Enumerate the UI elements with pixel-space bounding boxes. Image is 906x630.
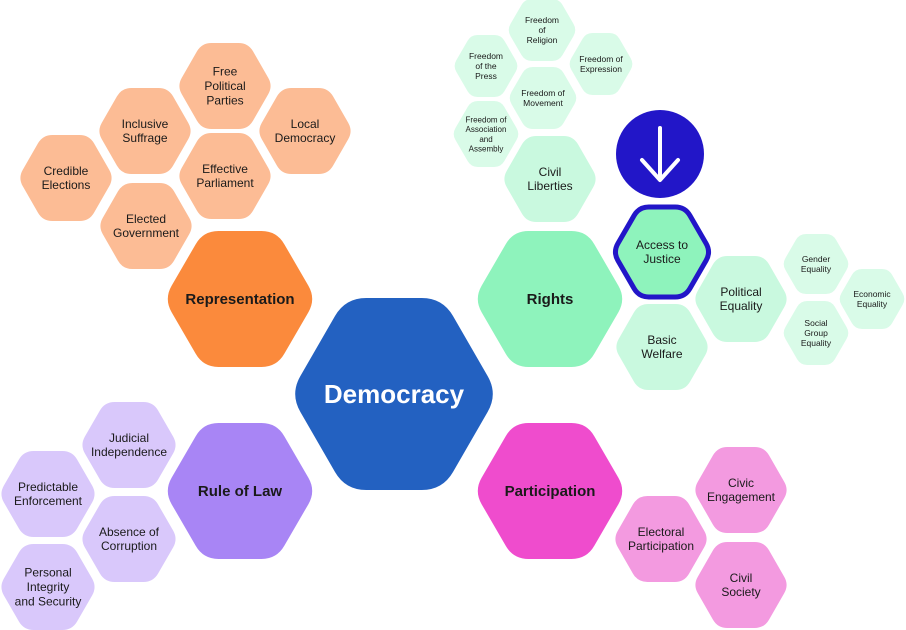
hex-political-equality-shape (695, 256, 787, 342)
hex-rights-label: Rights (527, 291, 574, 308)
hex-participation: Participation (477, 423, 623, 559)
hex-civil-liberties-shape (504, 136, 596, 222)
hex-rule-of-law-shape (167, 423, 313, 559)
hex-freedom-of-movement-shape (509, 67, 577, 129)
hex-representation-label: Representation (185, 291, 294, 308)
hex-freedom-of-the-press-shape (454, 35, 518, 97)
hex-participation-label: Participation (505, 483, 596, 500)
hex-rule-of-law: Rule of Law (167, 423, 313, 559)
hex-absence-of-corruption-shape (82, 496, 176, 582)
hex-credible-elections-shape (20, 135, 112, 221)
hex-representation-shape (167, 231, 313, 367)
hex-inclusive-suffrage-shape (99, 88, 191, 174)
hex-predictable-enforcement-shape (1, 451, 95, 537)
hex-rights-shape (477, 231, 623, 367)
hex-participation-shape (477, 423, 623, 559)
hex-local-democracy-shape (259, 88, 351, 174)
hex-freedom-of-religion-shape (508, 0, 576, 61)
hex-rule-of-law-label: Rule of Law (198, 483, 283, 500)
hex-judicial-independence-shape (82, 402, 176, 488)
arrow-down-icon (616, 110, 704, 198)
hex-elected-government-shape (100, 183, 192, 269)
hex-democracy: Democracy (295, 298, 493, 490)
hex-democracy-shape (295, 298, 493, 490)
hex-access-to-justice-shape (612, 204, 712, 300)
hex-freedom-of-association-shape (453, 101, 519, 167)
hex-social-group-equality-shape (783, 301, 849, 365)
hex-gender-equality-shape (783, 234, 849, 294)
hex-rights: Rights (477, 231, 623, 367)
hex-basic-welfare-shape (616, 304, 708, 390)
hex-economic-equality-shape (839, 269, 905, 329)
hex-electoral-participation-shape (615, 496, 707, 582)
hex-civil-society-shape (695, 542, 787, 628)
hex-democracy-label: Democracy (324, 379, 465, 409)
hex-representation: Representation (167, 231, 313, 367)
hex-personal-integrity-security-shape (1, 544, 95, 630)
hex-effective-parliament-shape (179, 133, 271, 219)
hex-free-political-parties-shape (179, 43, 271, 129)
hex-freedom-of-expression-shape (569, 33, 633, 95)
hex-civic-engagement-shape (695, 447, 787, 533)
